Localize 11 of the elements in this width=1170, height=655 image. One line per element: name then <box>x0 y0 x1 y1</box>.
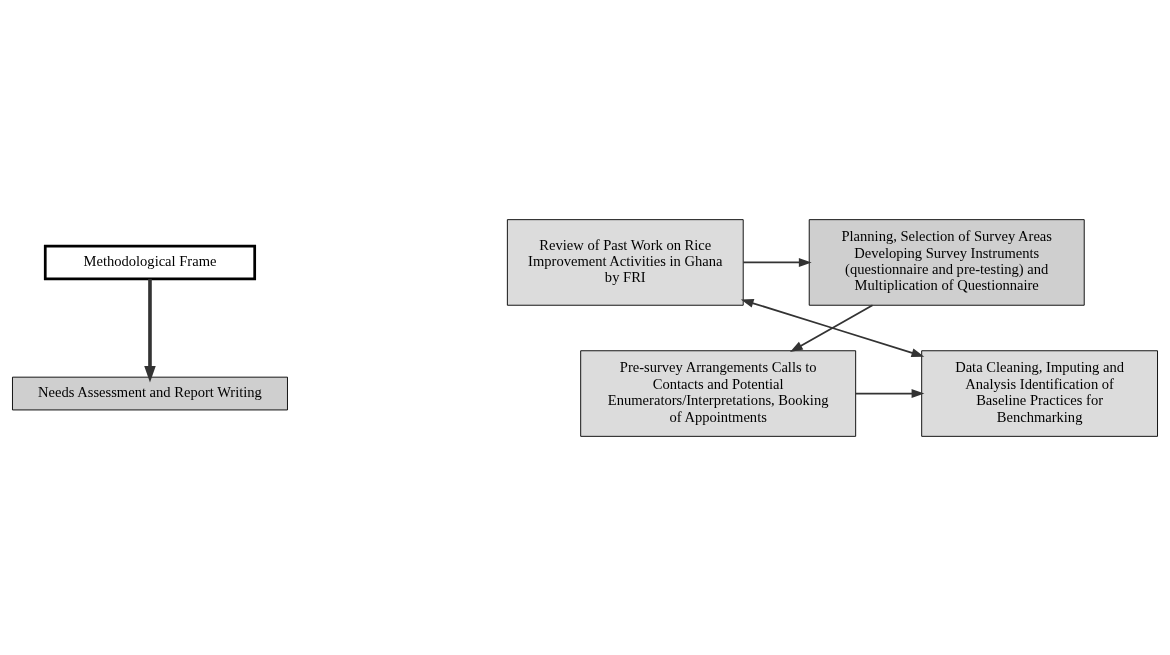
node-box: Planning, Selection of Survey Areas Developing Survey Instruments (questionnaire and pre-testing) and Multiplication of Questionnaire <box>808 218 1085 306</box>
arrow <box>144 278 156 382</box>
arrow <box>740 298 925 357</box>
node-box: Pre-survey Arrangements Calls to Contacts and Potential Enumerators/Interpretations, Booking of Appointments <box>580 349 857 437</box>
node-box: Needs Assessment and Report Writing <box>12 376 288 410</box>
node-box: Data Cleaning, Imputing and Analysis Identification of Baseline Practices for Benchmarking <box>921 349 1158 437</box>
arrow <box>855 388 925 398</box>
node-box: Methodological Frame <box>43 244 257 280</box>
arrow <box>790 303 874 352</box>
arrow <box>742 257 812 267</box>
node-box: Review of Past Work on Rice Improvement Activities in Ghana by FRI <box>506 218 744 306</box>
